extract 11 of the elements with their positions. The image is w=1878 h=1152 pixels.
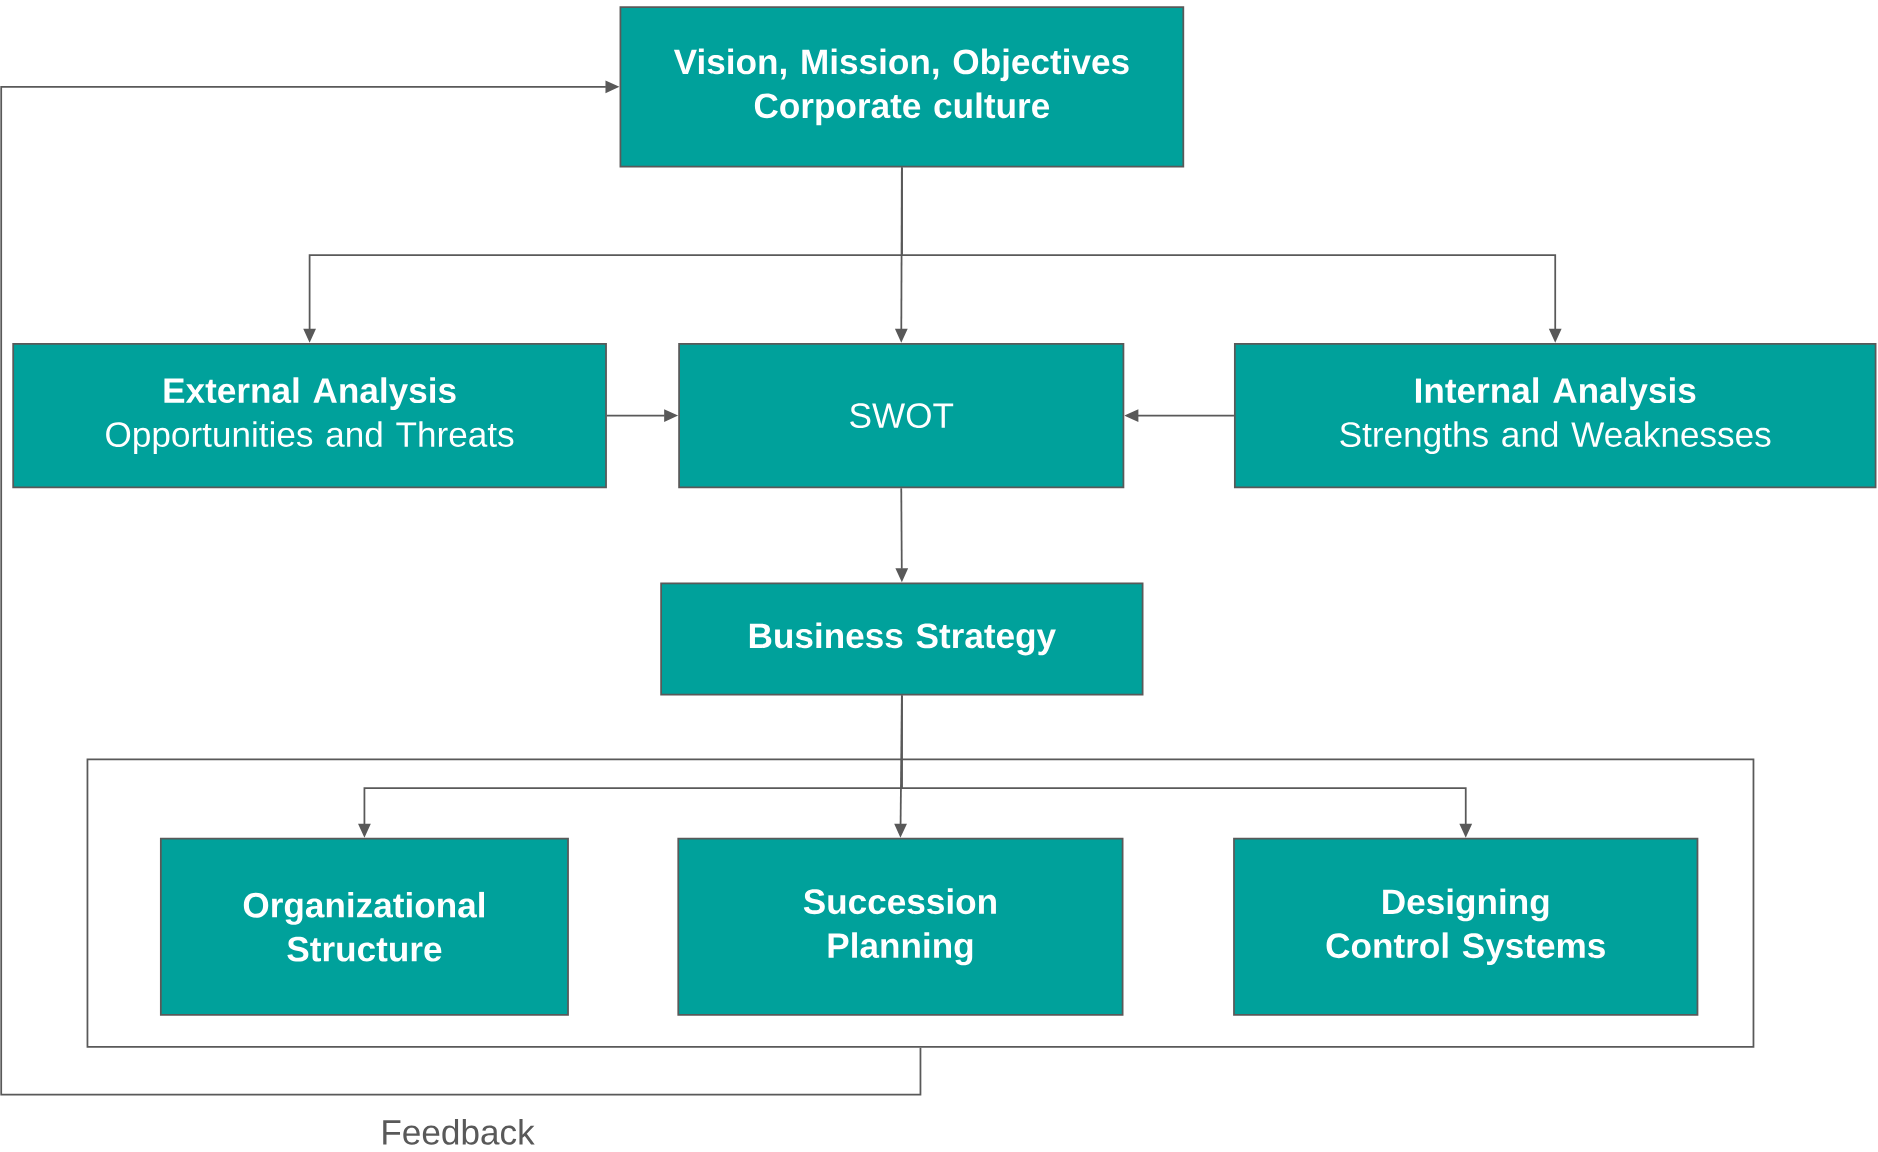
process-box: Vision, Mission, Objectives Corporate culture bbox=[619, 6, 1185, 168]
edge-label: Feedback bbox=[383, 1118, 535, 1145]
group-frame bbox=[86, 758, 1755, 1048]
process-box: SWOT bbox=[678, 342, 1125, 489]
process-box: External Analysis Opportunities and Threats bbox=[12, 342, 607, 489]
process-box: Organizational Structure bbox=[159, 837, 569, 1016]
process-box: Internal Analysis Strengths and Weaknesses bbox=[1233, 342, 1877, 489]
process-box: Business Strategy bbox=[660, 582, 1144, 696]
process-box: Succession Planning bbox=[677, 837, 1124, 1016]
process-box: Designing Control Systems bbox=[1233, 837, 1699, 1016]
arrow bbox=[0, 80, 922, 1096]
